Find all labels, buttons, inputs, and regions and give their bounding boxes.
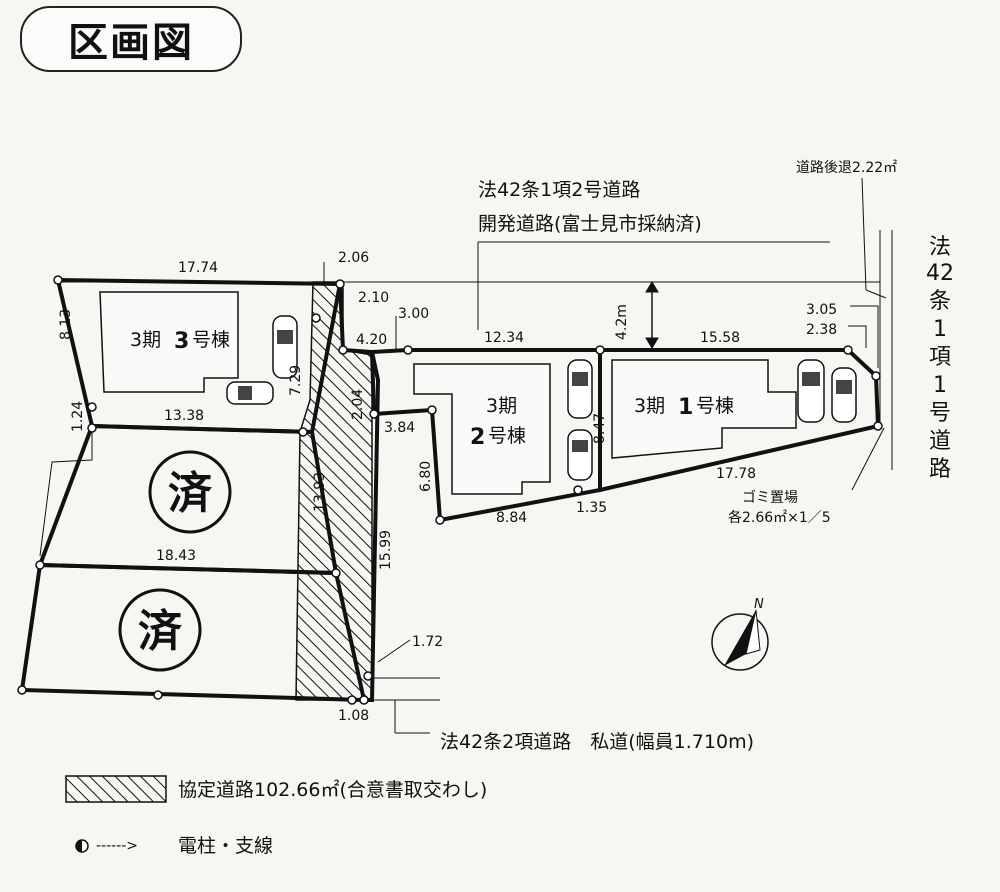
building-lot3: [99, 291, 239, 393]
dim-label: 1.35: [576, 500, 607, 516]
lot1-suffix: 号棟: [696, 395, 734, 417]
dim-label: 3.84: [384, 420, 415, 436]
dim-label: 8.47: [592, 413, 608, 444]
sold-mark-circle: [148, 450, 232, 534]
dim-label: 18.43: [156, 548, 196, 564]
right-road-char: 42: [926, 261, 954, 286]
dim-label: 7.29: [288, 365, 304, 396]
lot2-prefix: 3期: [486, 395, 517, 417]
lot3-suffix: 号棟: [192, 329, 230, 351]
building-lot1: [611, 359, 797, 459]
dim-label: 2.04: [350, 389, 366, 420]
dim-label: 2.06: [338, 250, 369, 266]
dim-label: 17.74: [178, 260, 218, 276]
car-icon: [831, 367, 857, 423]
garbage-label: ゴミ置場: [742, 489, 798, 506]
right-road-char: 法: [929, 235, 951, 260]
dim-label: 8.13: [58, 309, 74, 340]
right-road-char: 項: [929, 345, 951, 370]
north-compass: N: [711, 597, 769, 671]
sold-mark-b: 済: [138, 606, 183, 657]
dim-label: 4.20: [356, 332, 387, 348]
right-road-label: 法 42 条 1 項 1 号 道 路: [926, 235, 954, 482]
dim-label: 13.38: [164, 408, 204, 424]
right-road-char: 1: [933, 317, 947, 342]
title-badge: 区画図: [20, 6, 242, 72]
right-road-char: 1: [933, 373, 947, 398]
road-reference-lines: [39, 177, 893, 734]
lot3-prefix: 3期: [130, 329, 161, 351]
sold-mark-circle: [118, 588, 202, 672]
garbage-area: 各2.66㎡×1／5: [728, 510, 831, 526]
right-road-char: 道: [929, 429, 951, 454]
dim-label: 13.93: [312, 472, 328, 512]
right-road-char: 号: [929, 401, 951, 426]
legend-pole-arrow: ------>: [96, 838, 138, 854]
car-icon: [797, 359, 825, 423]
lot3-number: 3: [174, 329, 189, 354]
lot-1-outline: [598, 348, 881, 493]
dim-label: 1.72: [412, 634, 443, 650]
setback-label: 道路後退2.22㎡: [796, 160, 897, 176]
compass-north-label: N: [754, 597, 764, 612]
right-road-char: 条: [929, 289, 951, 314]
legend-hatch-swatch: [65, 775, 167, 803]
dim-label: 1.08: [338, 708, 369, 724]
top-road-line2: 開発道路(富士見市採納済): [478, 213, 702, 235]
dim-label: 3.00: [398, 306, 429, 322]
survey-points: [17, 275, 883, 705]
lot2-number: 2: [470, 425, 485, 450]
dimension-labels: 17.74 2.06 2.10 3.00 4.20 12.34 15.58 3.…: [58, 250, 837, 724]
legend-pole: 電柱・支線: [178, 835, 273, 857]
sold-mark-a: 済: [168, 468, 213, 519]
top-road-line1: 法42条1項2号道路: [478, 179, 640, 201]
dim-label: 8.84: [496, 510, 527, 526]
dim-label: 17.78: [716, 466, 756, 482]
dim-label: 2.10: [358, 290, 389, 306]
pole-icon: [75, 839, 89, 853]
page-title: 区画図: [68, 20, 194, 66]
dim-label: 2.38: [806, 322, 837, 338]
road-strip-outline: [338, 283, 381, 702]
car-icon: [567, 359, 593, 419]
legend-shared-road: 協定道路102.66㎡(合意書取交わし): [178, 778, 487, 801]
dim-label: 12.34: [484, 330, 524, 346]
dim-label: 1.24: [70, 401, 86, 432]
dim-label: 3.05: [806, 302, 837, 318]
bottom-road-label: 法42条2項道路 私道(幅員1.710m): [440, 731, 754, 753]
lot1-number: 1: [678, 395, 693, 420]
lot-2-outline: [369, 348, 602, 523]
right-road-char: 路: [929, 457, 951, 482]
lot2-suffix: 号棟: [488, 425, 526, 447]
dim-label: 15.99: [378, 530, 394, 570]
building-lot2: [413, 363, 551, 495]
dim-label: 6.80: [418, 461, 434, 492]
lot1-prefix: 3期: [634, 395, 665, 417]
dim-label: 15.58: [700, 330, 740, 346]
car-icon: [567, 429, 593, 481]
road-width-label: 4.2m: [614, 304, 630, 340]
